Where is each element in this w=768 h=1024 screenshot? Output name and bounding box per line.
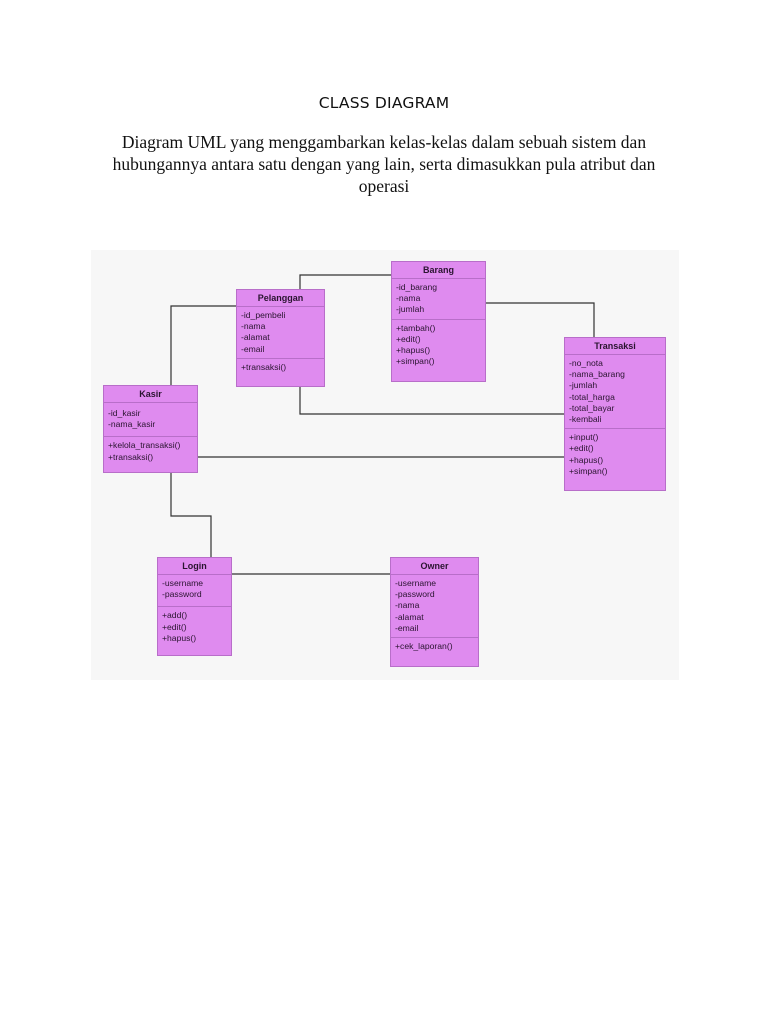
class-barang: Barang -id_barang -nama -jumlah +tambah(…	[391, 261, 486, 382]
operation: +transaksi()	[241, 361, 287, 372]
attribute: -username	[395, 578, 437, 588]
operation: +hapus()	[396, 345, 431, 356]
operation: +input()	[569, 432, 599, 443]
attribute: -alamat	[241, 332, 270, 343]
attribute: -no_nota	[569, 358, 603, 368]
attribute: -password	[162, 589, 202, 600]
class-pelanggan-attributes: -id_pembeli -nama -alamat -email	[237, 307, 324, 358]
attribute: -username	[162, 578, 204, 588]
attribute: -nama_kasir	[108, 419, 156, 430]
class-barang-operations: +tambah() +edit() +hapus() +simpan()	[392, 318, 485, 371]
operation: +kelola_transaksi()	[108, 440, 181, 451]
class-owner: Owner -username -password -nama -alamat …	[390, 557, 479, 667]
attribute: -id_barang	[396, 282, 438, 292]
attribute: -alamat	[395, 611, 424, 622]
operation: +transaksi()	[108, 451, 154, 462]
attribute: -id_pembeli	[241, 310, 286, 320]
operation: +simpan()	[569, 465, 608, 476]
class-barang-name: Barang	[392, 262, 485, 279]
attribute: -id_kasir	[108, 408, 141, 418]
attribute: -nama	[396, 293, 421, 304]
class-transaksi-operations: +input() +edit() +hapus() +simpan()	[565, 428, 665, 480]
attribute: -nama	[241, 321, 266, 332]
attribute: -email	[395, 622, 419, 633]
operation: +hapus()	[162, 632, 197, 643]
class-kasir-attributes: -id_kasir -nama_kasir	[104, 403, 197, 436]
class-kasir-name: Kasir	[104, 386, 197, 403]
class-pelanggan: Pelanggan -id_pembeli -nama -alamat -ema…	[236, 289, 325, 387]
operation: +edit()	[162, 621, 187, 632]
class-login-attributes: -username -password	[158, 575, 231, 606]
class-login-operations: +add() +edit() +hapus()	[158, 606, 231, 647]
operation: +tambah()	[396, 322, 436, 333]
class-owner-attributes: -username -password -nama -alamat -email	[391, 575, 478, 637]
attribute: -email	[241, 343, 265, 354]
link-pelanggan-transaksi	[299, 386, 565, 415]
link-kasir-pelanggan	[170, 305, 237, 387]
operation: +hapus()	[569, 454, 604, 465]
operation: +cek_laporan()	[395, 641, 453, 652]
attribute: -nama_barang	[569, 369, 625, 380]
class-owner-name: Owner	[391, 558, 478, 575]
page-description: Diagram UML yang menggambarkan kelas-kel…	[112, 132, 656, 196]
attribute: -kembali	[569, 414, 602, 425]
class-transaksi-attributes: -no_nota -nama_barang -jumlah -total_har…	[565, 355, 665, 428]
class-barang-attributes: -id_barang -nama -jumlah	[392, 279, 485, 319]
class-login: Login -username -password +add() +edit()…	[157, 557, 232, 656]
page-title: CLASS DIAGRAM	[318, 94, 450, 112]
attribute: -total_harga	[569, 391, 615, 402]
attribute: -nama	[395, 600, 420, 611]
uml-class-diagram: Barang -id_barang -nama -jumlah +tambah(…	[91, 250, 679, 680]
attribute: -total_bayar	[569, 402, 615, 413]
attribute: -jumlah	[396, 304, 425, 315]
class-pelanggan-operations: +transaksi()	[237, 357, 324, 376]
link-pelanggan-barang	[299, 274, 392, 290]
attribute: -password	[395, 589, 435, 600]
attribute: -jumlah	[569, 380, 598, 391]
class-owner-operations: +cek_laporan()	[391, 637, 478, 655]
class-kasir: Kasir -id_kasir -nama_kasir +kelola_tran…	[103, 385, 198, 473]
class-pelanggan-name: Pelanggan	[237, 290, 324, 307]
link-barang-transaksi	[485, 302, 595, 339]
class-kasir-operations: +kelola_transaksi() +transaksi()	[104, 436, 197, 465]
connectors	[170, 274, 595, 575]
class-transaksi: Transaksi -no_nota -nama_barang -jumlah …	[564, 337, 666, 491]
operation: +simpan()	[396, 356, 435, 367]
operation: +edit()	[396, 333, 421, 344]
operation: +add()	[162, 610, 188, 621]
class-login-name: Login	[158, 558, 231, 575]
operation: +edit()	[569, 443, 594, 454]
link-kasir-login	[170, 472, 212, 558]
class-transaksi-name: Transaksi	[565, 338, 665, 355]
